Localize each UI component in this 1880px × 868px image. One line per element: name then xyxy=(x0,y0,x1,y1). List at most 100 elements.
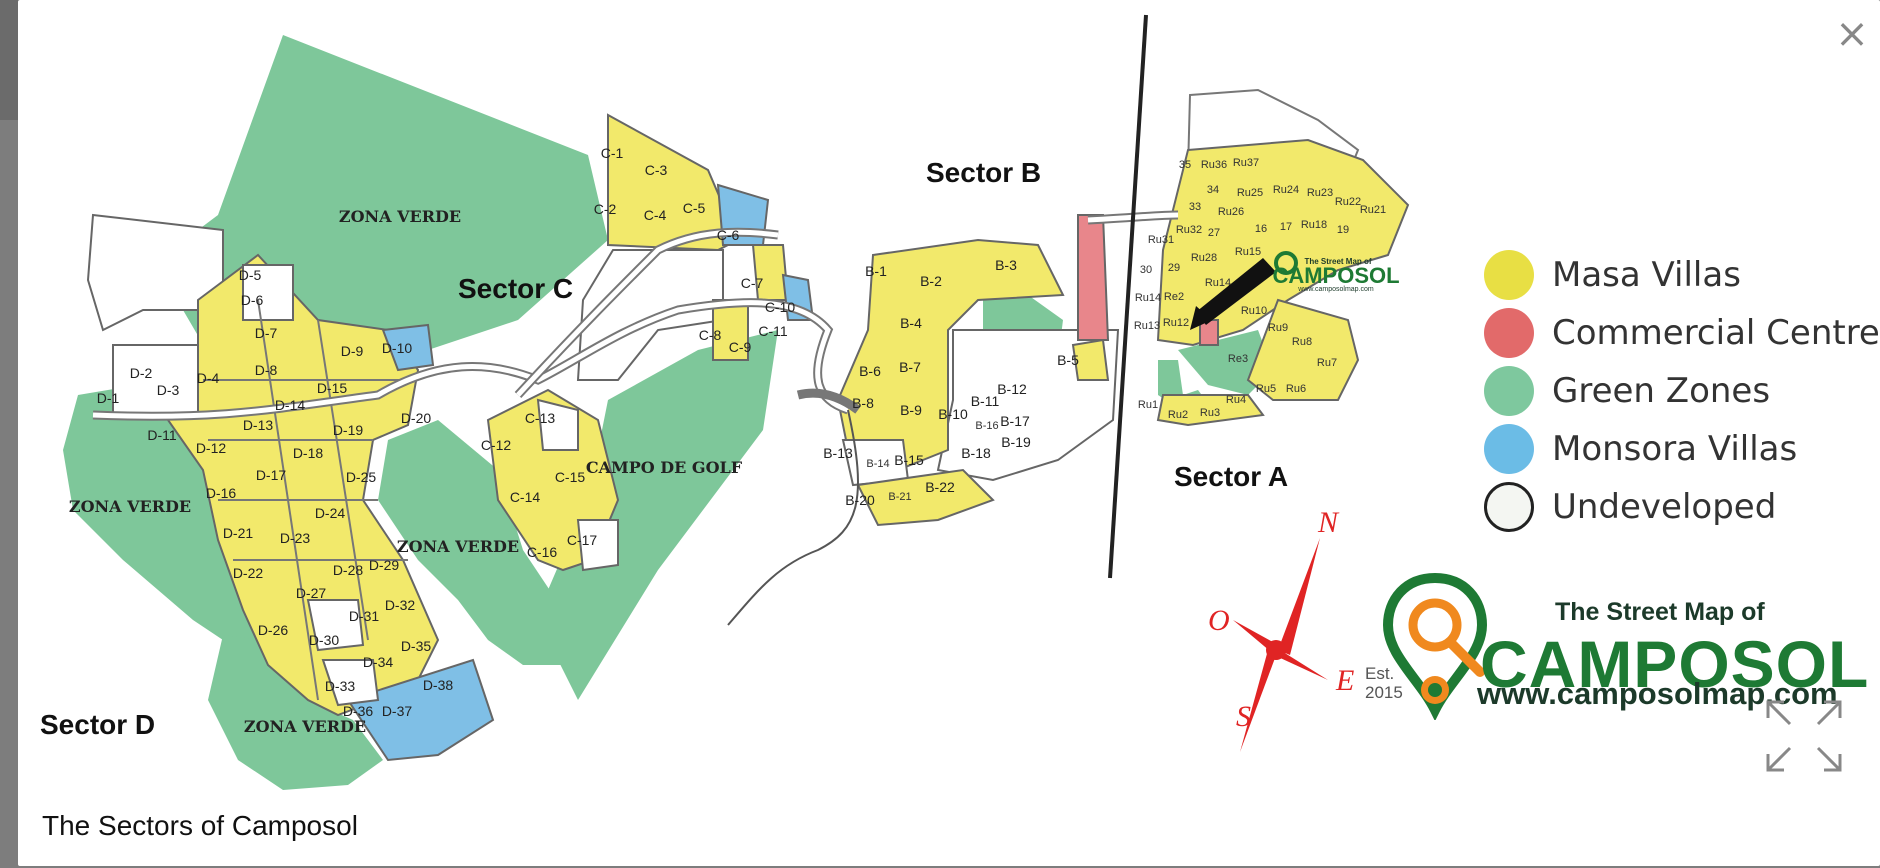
legend-label: Green Zones xyxy=(1552,371,1771,411)
plot-label: B-11 xyxy=(971,393,1000,409)
previous-image-strip[interactable] xyxy=(0,0,22,120)
plot-label: D-29 xyxy=(369,557,400,573)
plot-label: B-2 xyxy=(920,273,942,289)
plot-label: D-35 xyxy=(401,638,432,654)
plot-label: 35 xyxy=(1179,159,1191,171)
plot-label: Ru13 xyxy=(1134,320,1160,332)
plot-label: Ru22 xyxy=(1335,196,1361,208)
plot-label: 33 xyxy=(1189,201,1201,213)
plot-d-33 xyxy=(321,659,380,707)
plot-label: 29 xyxy=(1168,262,1180,274)
plot-label: D-19 xyxy=(333,422,364,438)
plot-label: D-16 xyxy=(206,485,237,501)
plot-label: C-8 xyxy=(699,327,722,343)
plot-label: D-20 xyxy=(401,410,432,426)
plot-label: Ru31 xyxy=(1148,234,1174,246)
plot-label: Ru5 xyxy=(1256,383,1276,395)
plot-d-36-38 xyxy=(346,658,495,762)
plot-label: B-17 xyxy=(1000,413,1030,429)
plot-label: D-36 xyxy=(343,703,374,719)
plot-label: C-9 xyxy=(729,339,752,355)
plot-label: B-16 xyxy=(975,420,998,432)
masa-villas-sector-b xyxy=(836,238,1065,482)
plot-label: Ru9 xyxy=(1268,322,1288,334)
masa-villas-sector-a-south xyxy=(1156,394,1265,427)
plot-label: B-13 xyxy=(823,445,853,461)
plot-label: C-6 xyxy=(717,227,740,243)
plot-d-30 xyxy=(306,599,365,652)
brand-established: Est. 2015 xyxy=(1365,664,1403,702)
plot-label: D-21 xyxy=(223,525,254,541)
sector-c-plot-labels: C-1 C-2 C-3 C-4 C-5 C-6 C-7 C-8 C-9 C-10… xyxy=(481,145,796,560)
legend-item-green-zones: Green Zones xyxy=(1484,362,1880,420)
plot-label: 19 xyxy=(1337,224,1349,236)
sector-a-plot-labels: 35 Ru36 Ru37 Ru25 Ru24 Ru23 Ru22 Ru21 34… xyxy=(1134,157,1386,421)
plot-label: C-11 xyxy=(758,323,788,339)
plot-c-7 xyxy=(751,244,790,301)
plot-label: 30 xyxy=(1140,264,1152,276)
plot-label: B-21 xyxy=(888,491,911,503)
compass-o: O xyxy=(1208,604,1230,637)
map-legend: Masa Villas Commercial Centre Green Zone… xyxy=(1484,246,1880,536)
campo-de-golf xyxy=(548,330,778,700)
plot-label: D-5 xyxy=(239,267,262,283)
plot-label: D-18 xyxy=(293,445,324,461)
plot-label: C-17 xyxy=(567,532,598,548)
plot-label: Ru37 xyxy=(1233,157,1259,169)
plot-label: Ru12 xyxy=(1163,317,1189,329)
zona-verde-label-south: ZONA VERDE xyxy=(244,717,366,736)
plot-label: D-37 xyxy=(382,703,413,719)
plot-label: D-28 xyxy=(333,562,364,578)
compass-rose-icon: N O E S xyxy=(1208,506,1354,752)
plot-label: B-10 xyxy=(938,406,968,422)
plot-label: B-5 xyxy=(1057,352,1079,368)
zona-verde-label-north: ZONA VERDE xyxy=(339,207,461,226)
plot-label: C-16 xyxy=(527,544,558,560)
plot-label: D-6 xyxy=(241,292,264,308)
undeveloped-sector-b xyxy=(936,329,1120,482)
compass-n: N xyxy=(1317,506,1340,539)
plot-label: C-15 xyxy=(555,469,586,485)
mini-camposol-logo: The Street Map of CAMPOSOL www.camposolm… xyxy=(1272,251,1400,293)
plot-label: D-34 xyxy=(363,654,394,670)
legend-label: Masa Villas xyxy=(1552,255,1741,295)
plot-label: C-3 xyxy=(645,162,668,178)
plot-label: D-27 xyxy=(296,585,327,601)
compass-e: E xyxy=(1335,664,1354,697)
expand-fullscreen-icon[interactable] xyxy=(1764,698,1844,774)
legend-label: Undeveloped xyxy=(1552,487,1777,527)
plot-label: D-31 xyxy=(349,608,380,624)
plot-label: Ru4 xyxy=(1226,394,1246,406)
plot-label: C-12 xyxy=(481,437,512,453)
campo-de-golf-label: CAMPO DE GOLF xyxy=(586,458,743,477)
legend-swatch-masa xyxy=(1484,250,1534,300)
plot-label: B-20 xyxy=(845,492,875,508)
plot-label: B-8 xyxy=(852,395,874,411)
plot-label: Ru10 xyxy=(1241,305,1267,317)
plot-label: Ru25 xyxy=(1237,187,1263,199)
legend-item-commercial-centre: Commercial Centre xyxy=(1484,304,1880,362)
sector-d-label: Sector D xyxy=(40,709,155,740)
map-pin-logo-icon xyxy=(1382,572,1488,720)
plot-label: C-13 xyxy=(525,410,556,426)
commercial-centre-pointer xyxy=(1190,258,1276,330)
plot-label: Re3 xyxy=(1228,353,1248,365)
masa-villas-sector-a-east xyxy=(1246,298,1360,401)
plot-d-5-6 xyxy=(242,264,294,321)
plot-label: D-32 xyxy=(385,597,416,613)
plot-label: D-2 xyxy=(130,365,153,381)
plot-label: D-25 xyxy=(346,469,377,485)
plot-label: 34 xyxy=(1207,184,1219,196)
plot-label: D-3 xyxy=(157,382,180,398)
brand-est-label: Est. xyxy=(1365,664,1395,683)
zona-verde-label-west: ZONA VERDE xyxy=(69,497,191,516)
plot-label: D-8 xyxy=(255,362,278,378)
compass-s: S xyxy=(1236,700,1251,733)
plot-label: Ru28 xyxy=(1191,252,1217,264)
plot-label: C-5 xyxy=(683,200,706,216)
plot-label: C-4 xyxy=(644,207,667,223)
plot-label: Ru24 xyxy=(1273,184,1299,196)
close-button[interactable]: × xyxy=(1835,11,1869,57)
plot-label: D-12 xyxy=(196,440,227,456)
zona-verde-label-centre: ZONA VERDE xyxy=(397,537,519,556)
